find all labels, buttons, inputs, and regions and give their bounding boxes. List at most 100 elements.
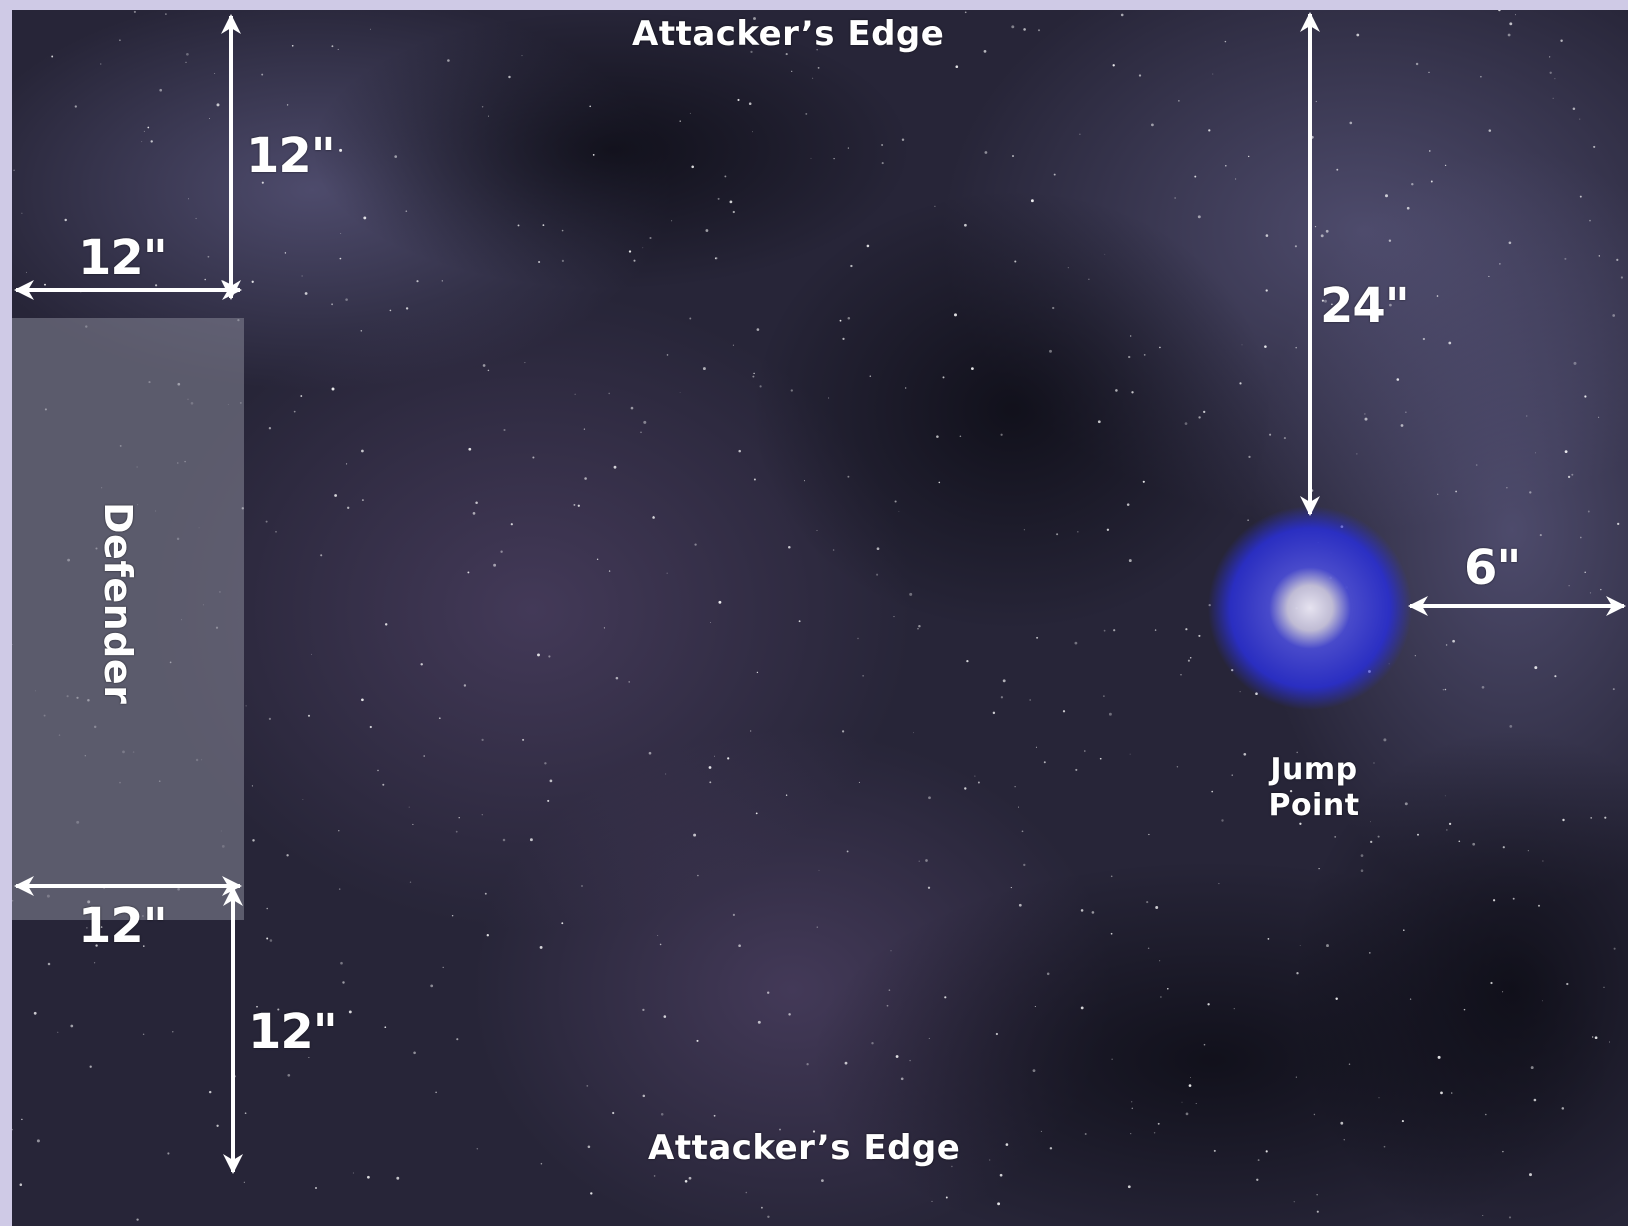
star xyxy=(214,73,216,74)
star xyxy=(1011,25,1015,29)
star xyxy=(1530,1066,1534,1070)
star xyxy=(185,61,187,64)
star xyxy=(997,1202,1001,1206)
star xyxy=(1437,493,1439,495)
star xyxy=(70,1024,74,1028)
star xyxy=(369,28,371,30)
star xyxy=(1490,981,1493,985)
star xyxy=(284,252,287,254)
star xyxy=(1356,33,1360,37)
star xyxy=(1620,276,1623,279)
star xyxy=(714,755,716,757)
star xyxy=(1324,299,1327,303)
star xyxy=(1326,944,1329,948)
star xyxy=(1112,64,1115,67)
star xyxy=(862,675,864,677)
star xyxy=(1508,241,1512,245)
star xyxy=(709,781,712,784)
star xyxy=(1507,33,1511,37)
star xyxy=(331,45,334,48)
star xyxy=(732,210,735,214)
star xyxy=(345,298,348,301)
star xyxy=(1299,944,1301,946)
star xyxy=(1018,806,1020,808)
star xyxy=(19,1183,23,1186)
star xyxy=(1167,987,1169,990)
star xyxy=(1448,822,1452,826)
star xyxy=(660,1113,664,1116)
star xyxy=(666,354,669,356)
star xyxy=(1336,168,1339,171)
star xyxy=(430,984,434,988)
star xyxy=(216,1124,219,1127)
star xyxy=(521,55,523,57)
star xyxy=(1225,164,1227,167)
star xyxy=(561,259,565,262)
star xyxy=(1321,299,1324,302)
star xyxy=(1110,932,1113,935)
star xyxy=(1584,395,1587,398)
star xyxy=(493,563,497,567)
star xyxy=(944,996,947,999)
star xyxy=(1316,1210,1319,1213)
star xyxy=(596,558,599,561)
star xyxy=(806,1063,809,1066)
star xyxy=(339,148,343,152)
star xyxy=(1368,952,1371,954)
star xyxy=(291,44,294,47)
star xyxy=(828,397,830,399)
star xyxy=(666,572,668,574)
star xyxy=(265,520,268,523)
star xyxy=(816,529,818,531)
star xyxy=(577,504,580,507)
star xyxy=(1450,1092,1453,1094)
star xyxy=(301,275,303,277)
star xyxy=(1417,833,1419,836)
star xyxy=(1014,786,1016,788)
star xyxy=(361,499,364,502)
star xyxy=(1508,1216,1512,1219)
star xyxy=(1231,774,1233,776)
star xyxy=(1499,263,1501,265)
bottom-horizontal-measure: 12" xyxy=(78,898,168,954)
star xyxy=(1040,1130,1042,1132)
star xyxy=(1077,531,1079,533)
star xyxy=(1005,1143,1009,1146)
star xyxy=(803,480,806,482)
star xyxy=(881,162,884,165)
star xyxy=(697,874,699,877)
star xyxy=(204,278,206,281)
star xyxy=(1080,909,1084,912)
star xyxy=(1176,766,1179,768)
star xyxy=(1480,75,1482,78)
star xyxy=(517,224,520,227)
star xyxy=(713,1114,716,1117)
star xyxy=(1049,1147,1053,1150)
star xyxy=(679,392,681,393)
star xyxy=(974,775,976,777)
star xyxy=(1592,1036,1594,1038)
star xyxy=(1203,1043,1206,1046)
star xyxy=(384,623,388,626)
star xyxy=(1189,657,1192,659)
star xyxy=(839,319,842,322)
star xyxy=(881,144,884,146)
star xyxy=(287,1073,291,1077)
star xyxy=(1034,1006,1036,1007)
star xyxy=(1148,833,1150,836)
star xyxy=(1562,818,1565,822)
star xyxy=(1552,97,1554,99)
star xyxy=(1364,417,1368,421)
star xyxy=(502,838,506,842)
star xyxy=(435,1091,437,1094)
star xyxy=(1541,1000,1543,1002)
star xyxy=(816,49,818,51)
star xyxy=(1373,762,1375,764)
star xyxy=(1603,986,1605,988)
star xyxy=(1197,215,1201,219)
star xyxy=(847,475,850,478)
star xyxy=(1146,901,1149,904)
star xyxy=(33,1011,37,1015)
star xyxy=(1160,996,1162,998)
star xyxy=(1564,450,1568,454)
